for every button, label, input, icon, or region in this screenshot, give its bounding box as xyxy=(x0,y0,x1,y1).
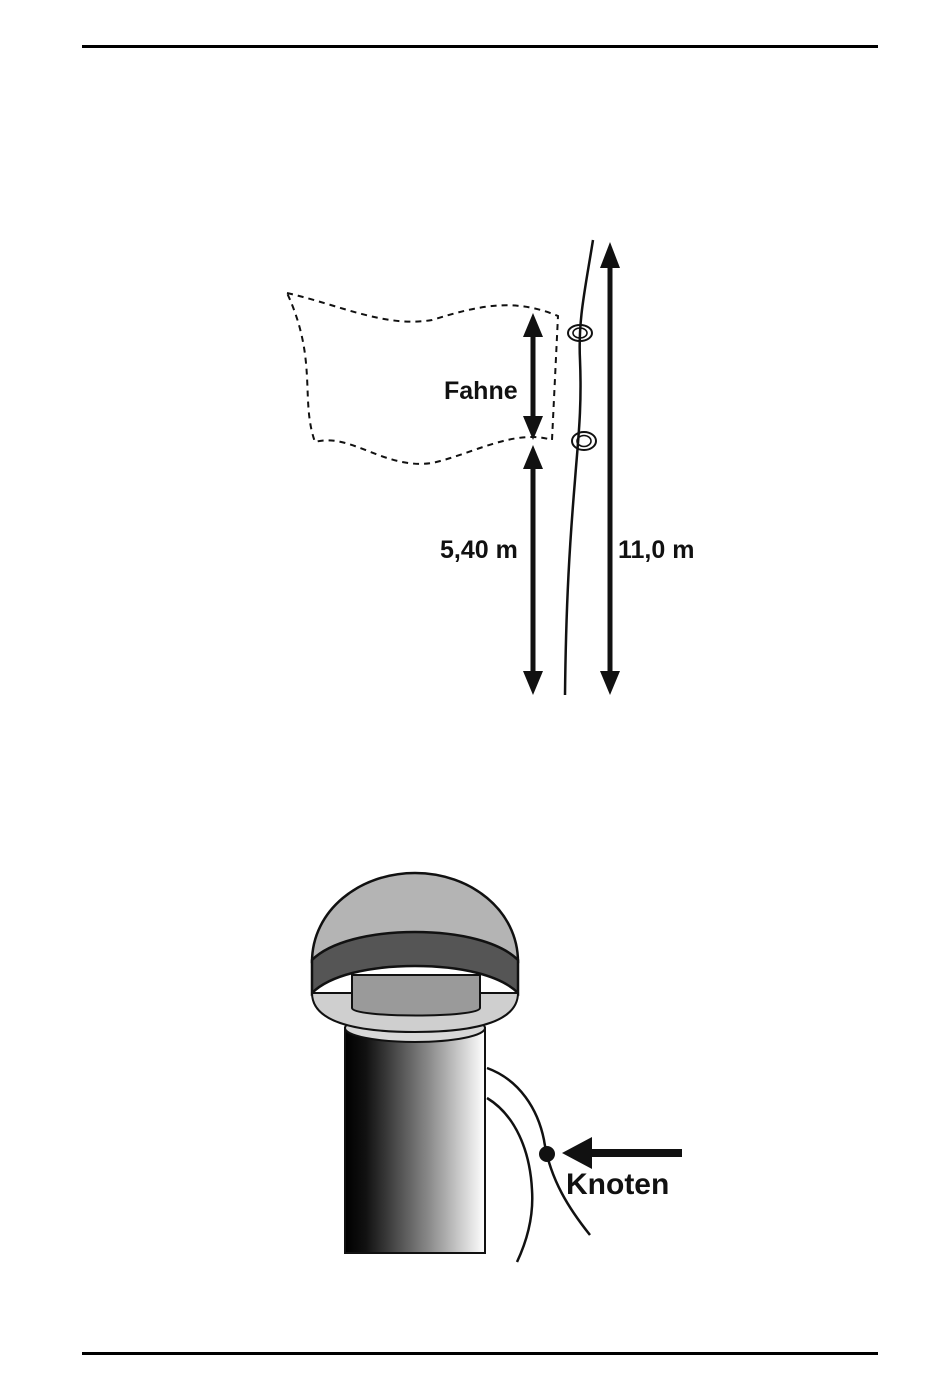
flag-height-arrow xyxy=(523,313,543,440)
rope-back xyxy=(487,1098,532,1262)
height-label: 5,40 m xyxy=(440,536,518,564)
ring-bottom xyxy=(572,432,596,450)
knot-label: Knoten xyxy=(566,1168,669,1201)
mounting-height-arrow xyxy=(523,445,543,695)
pole-body xyxy=(345,1028,485,1253)
knot-arrow xyxy=(562,1137,682,1169)
pole-height-arrow xyxy=(600,242,620,695)
flag-label: Fahne xyxy=(444,377,518,405)
knot-dot xyxy=(539,1146,555,1162)
finial-diagram: Knoten xyxy=(312,873,682,1262)
halyard-rope xyxy=(565,240,593,695)
pole-length-label: 11,0 m xyxy=(618,536,694,564)
cap-neck xyxy=(352,975,480,1016)
